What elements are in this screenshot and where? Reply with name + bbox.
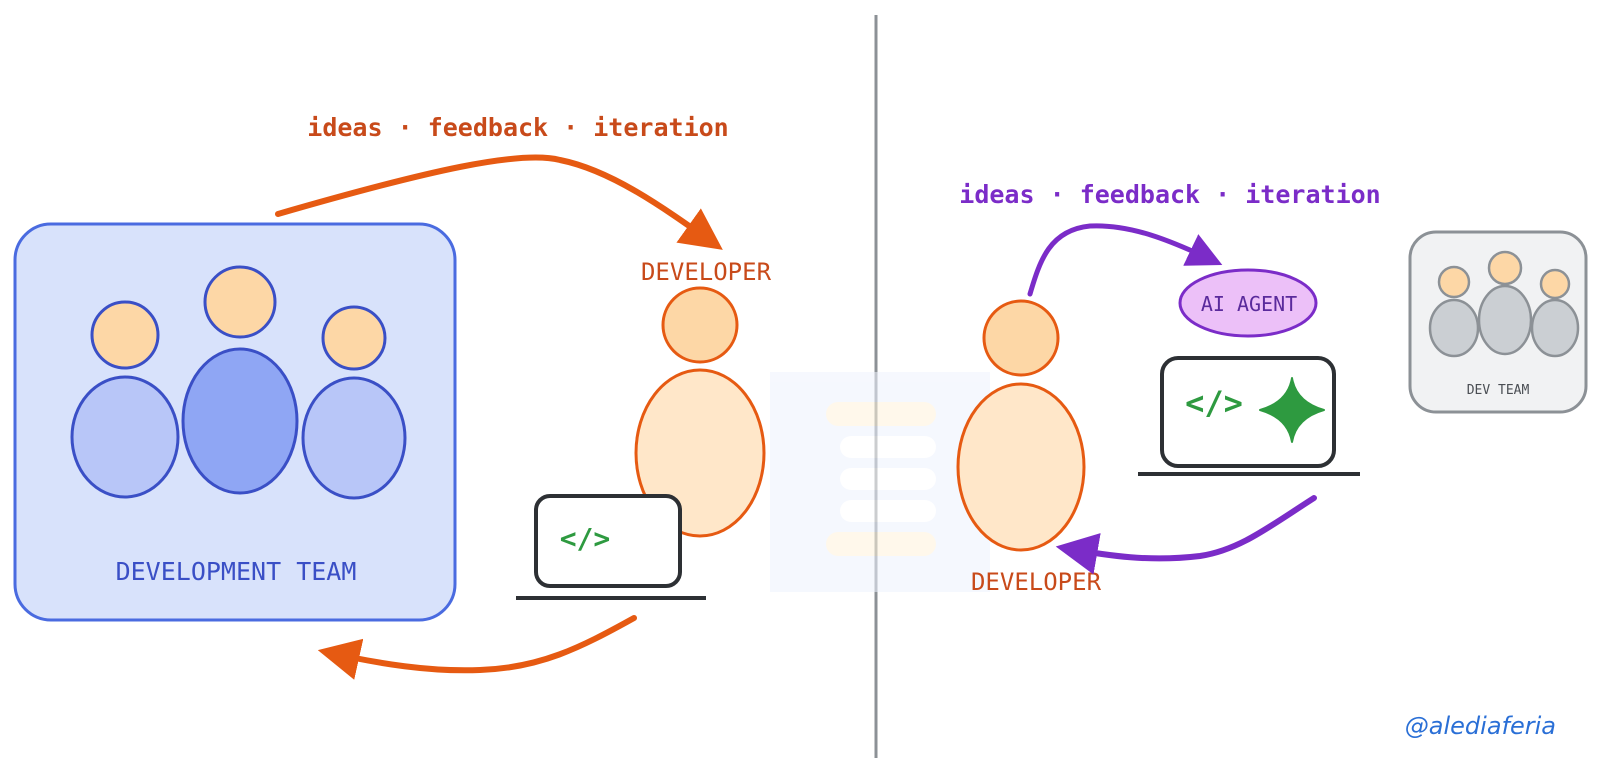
development-team-box: DEVELOPMENT TEAM [13, 222, 457, 622]
center-ghost-overlay [770, 372, 990, 592]
development-team-label: DEVELOPMENT TEAM [116, 557, 357, 586]
left-laptop: </> [516, 494, 706, 600]
team-member-2-body [181, 347, 299, 495]
left-arrow-to-team [317, 615, 637, 680]
dev-team-label: DEV TEAM [1467, 383, 1530, 398]
dev-team-box: DEV TEAM [1408, 230, 1588, 414]
right-flow-label: ideas · feedback · iteration [959, 180, 1380, 209]
right-arrow-to-developer [1055, 495, 1317, 575]
team-member-1-head [90, 300, 160, 370]
left-developer-label: DEVELOPER [641, 258, 772, 286]
ai-agent-badge: AI AGENT [1178, 268, 1318, 338]
right-arrow-to-agent [1027, 223, 1223, 297]
code-icon-right: </> [1185, 384, 1243, 422]
right-developer-label: DEVELOPER [971, 568, 1102, 596]
team-member-3-body [301, 376, 407, 500]
right-developer-figure [956, 299, 1086, 552]
team-member-3-head [321, 305, 387, 371]
signature: @alediaferia [1405, 712, 1556, 740]
team-member-1-body [70, 375, 180, 499]
sparkle-star-icon [1259, 377, 1325, 443]
ai-agent-label: AI AGENT [1201, 292, 1297, 316]
right-laptop: </> [1138, 356, 1360, 476]
code-icon: </> [560, 522, 611, 555]
left-flow-label: ideas · feedback · iteration [307, 113, 728, 142]
team-member-2-head [203, 265, 277, 339]
left-arrow-to-developer [275, 154, 723, 250]
